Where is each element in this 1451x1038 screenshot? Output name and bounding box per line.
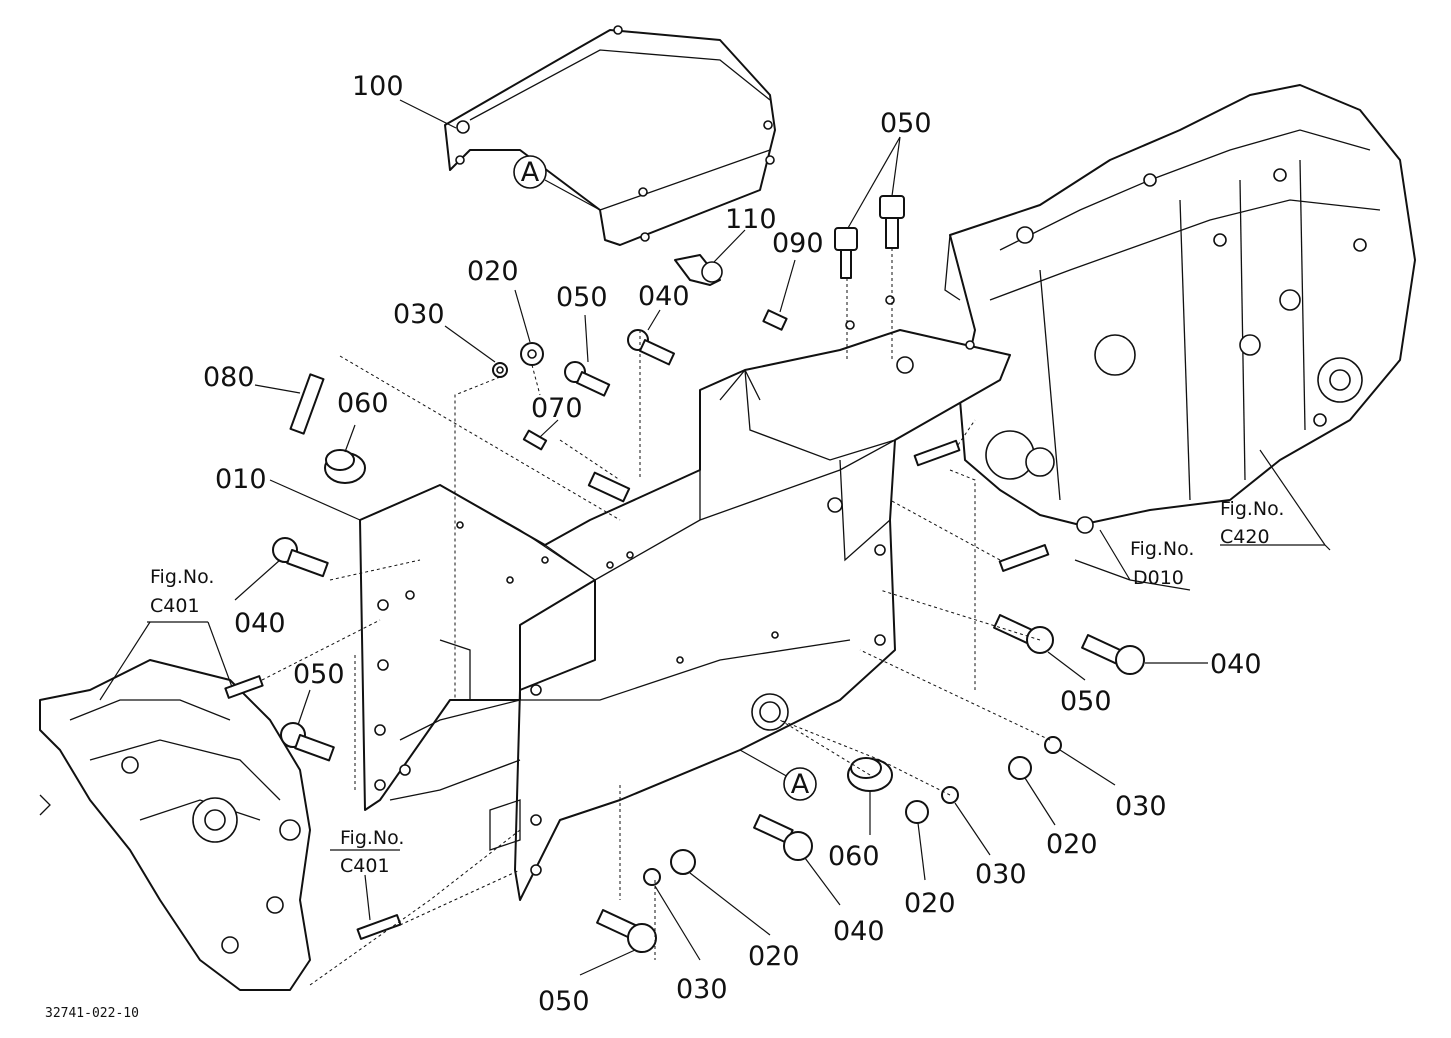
bolt-040-b bbox=[753, 813, 813, 861]
front-axle-housing bbox=[39, 659, 311, 991]
svg-text:Fig.No.: Fig.No. bbox=[1130, 538, 1194, 560]
label-030-r1: 030 bbox=[1115, 791, 1167, 822]
bushing-060-a bbox=[324, 449, 366, 484]
bolt-050-b bbox=[596, 908, 657, 953]
callout-a-bottom: A bbox=[783, 767, 817, 801]
label-040-left: 040 bbox=[234, 608, 286, 639]
label-040-b: 040 bbox=[833, 916, 885, 947]
washer-030-r1 bbox=[1044, 736, 1062, 754]
figure-ref-d010: Fig.No. D010 bbox=[1130, 538, 1194, 589]
label-020-r2: 020 bbox=[904, 888, 956, 919]
bolt-080 bbox=[289, 373, 325, 435]
bolt-050-top-b bbox=[879, 195, 905, 249]
figure-ref-c401-top: Fig.No. C401 bbox=[150, 566, 214, 617]
bolt-040-right bbox=[1081, 633, 1145, 675]
label-100: 100 bbox=[352, 71, 404, 102]
svg-text:A: A bbox=[791, 769, 810, 800]
leader-lines bbox=[99, 99, 1331, 976]
label-110: 110 bbox=[725, 204, 777, 235]
transmission-housing bbox=[944, 84, 1416, 534]
label-030-b: 030 bbox=[676, 974, 728, 1005]
label-050-right: 050 bbox=[1060, 686, 1112, 717]
bolt-040-left bbox=[272, 537, 329, 578]
bolt-050-a bbox=[564, 361, 611, 397]
bolt-050-top-a bbox=[834, 227, 858, 279]
svg-text:Fig.No.: Fig.No. bbox=[1220, 498, 1284, 520]
label-080: 080 bbox=[203, 362, 255, 393]
drawing-code: 32741-022-10 bbox=[45, 1006, 139, 1021]
part-labels: 100 110 090 050 020 050 040 030 080 060 … bbox=[203, 71, 1262, 1017]
figure-ref-c420: Fig.No. C420 bbox=[1220, 498, 1284, 548]
label-050-a: 050 bbox=[556, 282, 608, 313]
collar-020-b bbox=[670, 849, 696, 875]
label-060-a: 060 bbox=[337, 388, 389, 419]
bolt-050-left bbox=[280, 722, 335, 762]
label-050-b: 050 bbox=[538, 986, 590, 1017]
pin-090 bbox=[762, 309, 788, 331]
label-050-left: 050 bbox=[293, 659, 345, 690]
svg-text:Fig.No.: Fig.No. bbox=[340, 827, 404, 849]
svg-text:C420: C420 bbox=[1220, 526, 1270, 548]
stud-d010-a bbox=[913, 439, 961, 467]
svg-text:Fig.No.: Fig.No. bbox=[150, 566, 214, 588]
label-010: 010 bbox=[215, 464, 267, 495]
label-060-b: 060 bbox=[828, 841, 880, 872]
label-020-a: 020 bbox=[467, 256, 519, 287]
figure-ref-c401-bottom: Fig.No. C401 bbox=[340, 827, 404, 877]
nipple-070 bbox=[522, 429, 548, 451]
label-030-a: 030 bbox=[393, 299, 445, 330]
svg-text:A: A bbox=[521, 157, 540, 188]
svg-text:D010: D010 bbox=[1133, 567, 1184, 589]
bolt-050-right bbox=[993, 614, 1054, 654]
washer-030-b bbox=[643, 868, 661, 886]
callout-a-top: A bbox=[513, 155, 547, 189]
svg-text:C401: C401 bbox=[340, 855, 390, 877]
label-040-right: 040 bbox=[1210, 649, 1262, 680]
main-frame-010 bbox=[359, 295, 1011, 901]
label-070: 070 bbox=[531, 393, 583, 424]
stud-c401-top bbox=[224, 675, 264, 699]
stud-c401-bottom bbox=[356, 914, 402, 940]
label-040-a: 040 bbox=[638, 281, 690, 312]
assembly-lines bbox=[261, 248, 1051, 986]
svg-text:C401: C401 bbox=[150, 595, 200, 617]
bolt-110 bbox=[674, 254, 723, 286]
label-090: 090 bbox=[772, 228, 824, 259]
label-030-r2: 030 bbox=[975, 859, 1027, 890]
collar-020-r2 bbox=[905, 800, 929, 824]
collar-020-r1 bbox=[1008, 756, 1032, 780]
bolt-040-a bbox=[627, 329, 676, 366]
label-020-r1: 020 bbox=[1046, 829, 1098, 860]
label-020-b: 020 bbox=[748, 941, 800, 972]
dowel bbox=[587, 471, 631, 503]
label-050-top: 050 bbox=[880, 108, 932, 139]
stud-d010-b bbox=[998, 544, 1050, 572]
